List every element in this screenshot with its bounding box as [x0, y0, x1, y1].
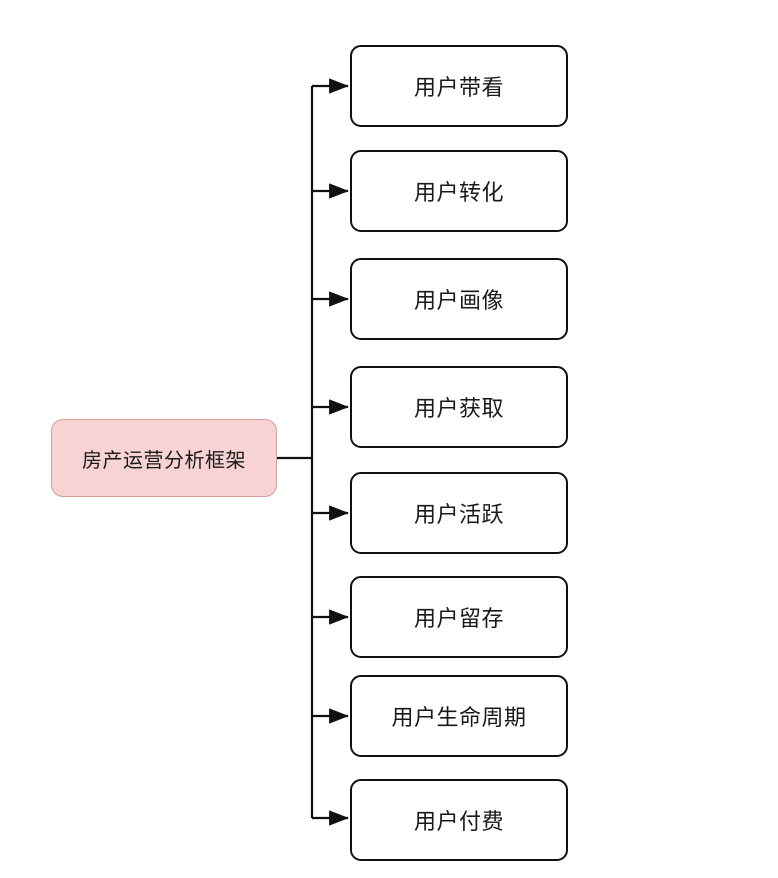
leaf-node-label: 用户付费: [413, 809, 504, 834]
leaf-node-1[interactable]: 用户带看: [350, 45, 568, 127]
leaf-node-5[interactable]: 用户活跃: [350, 472, 568, 554]
leaf-node-6[interactable]: 用户留存: [350, 576, 568, 658]
root-node[interactable]: 房产运营分析框架: [51, 419, 277, 497]
leaf-node-label: 用户留存: [413, 606, 504, 631]
leaf-node-label: 用户活跃: [413, 502, 504, 527]
leaf-node-label: 用户获取: [413, 396, 504, 421]
root-node-label: 房产运营分析框架: [82, 449, 246, 472]
leaf-node-label: 用户带看: [413, 75, 504, 100]
leaf-node-label: 用户画像: [413, 288, 504, 313]
leaf-node-label: 用户生命周期: [391, 705, 527, 730]
leaf-node-3[interactable]: 用户画像: [350, 258, 568, 340]
leaf-node-7[interactable]: 用户生命周期: [350, 675, 568, 757]
leaf-node-label: 用户转化: [413, 180, 504, 205]
leaf-node-4[interactable]: 用户获取: [350, 366, 568, 448]
leaf-node-2[interactable]: 用户转化: [350, 150, 568, 232]
leaf-node-8[interactable]: 用户付费: [350, 779, 568, 861]
branch-connectors: [312, 78, 349, 826]
